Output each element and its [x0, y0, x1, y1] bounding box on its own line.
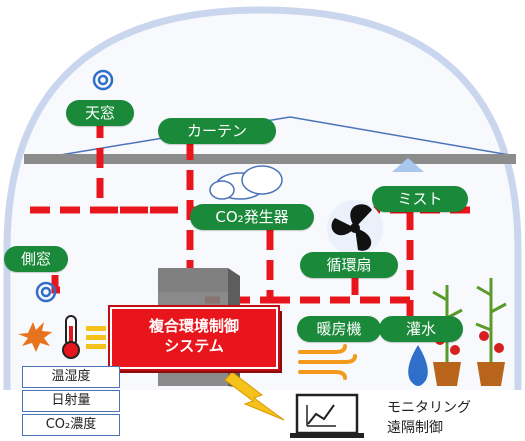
control-system-box: 複合環境制御 システム: [108, 305, 280, 371]
heater-wind-icon: [298, 344, 357, 380]
heater-label: 暖房機: [297, 316, 381, 342]
greenhouse-outline: [3, 6, 522, 390]
signal-bars-icon: [86, 326, 106, 349]
remote-monitoring-label: モニタリング 遠隔制御: [387, 398, 471, 438]
mist-label: ミスト: [372, 186, 468, 212]
tomato-plant-icon-2: [475, 278, 507, 386]
sun-icon: [18, 322, 52, 352]
roof-beam: [24, 154, 516, 164]
controller-title-line1: 複合環境制御: [148, 317, 239, 335]
mist-nozzle-icon: [392, 158, 424, 172]
side-window-label: 側窓: [4, 246, 68, 272]
lightning-icon: [224, 371, 285, 421]
monitor-icon: [290, 393, 364, 438]
remote-line1: モニタリング: [387, 400, 471, 416]
irrigation-label: 灌水: [379, 316, 463, 342]
skylight-label: 天窓: [66, 100, 134, 126]
sensor-co2: CO₂濃度: [22, 414, 120, 436]
remote-line2: 遠隔制御: [387, 420, 443, 436]
circulation-fan-label: 循環扇: [300, 252, 398, 278]
thermometer-icon: [62, 315, 80, 359]
water-drop-icon: [408, 345, 428, 386]
roof-line: [29, 116, 511, 161]
curtain-label: カーテン: [158, 118, 276, 144]
swirl-icon-side: [35, 281, 57, 303]
swirl-icon-top: [92, 69, 114, 91]
sensor-solar-radiation: 日射量: [22, 390, 120, 412]
fan-icon: [327, 200, 383, 256]
sensor-temp-humidity: 温湿度: [22, 366, 120, 388]
controller-title-line2: システム: [164, 337, 224, 355]
co2-generator-label: CO₂発生器: [190, 204, 314, 230]
cloud-icon: [209, 165, 283, 200]
